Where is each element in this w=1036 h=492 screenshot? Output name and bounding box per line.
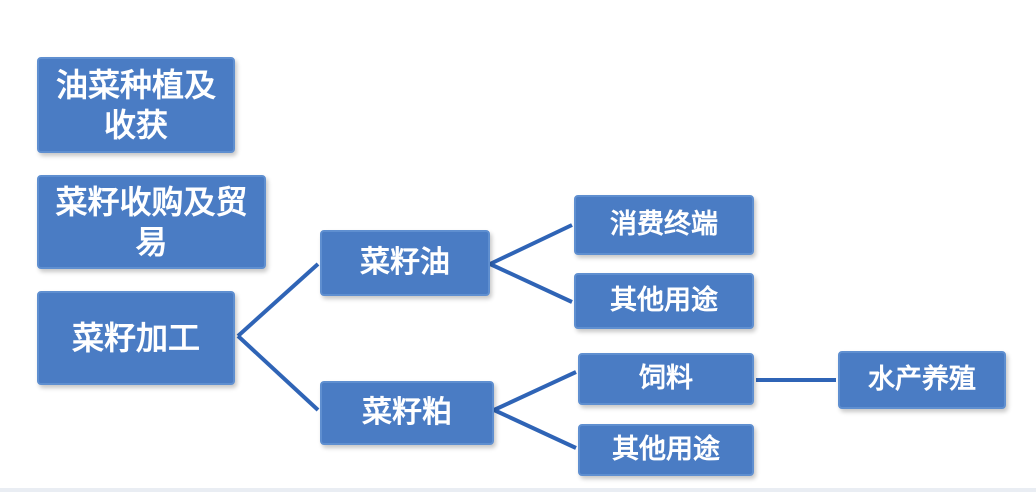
node-aquaculture-label: 水产养殖 [868, 364, 976, 395]
node-oil-label: 菜籽油 [360, 245, 450, 280]
connector-processing-to-meal [236, 334, 320, 412]
node-consumer-end: 消费终端 [574, 195, 754, 255]
node-planting-label: 油菜种植及收获 [55, 66, 216, 144]
connector-oil-to-other-use [489, 262, 573, 304]
connector-oil-to-consumer-end [489, 223, 573, 266]
node-planting-and-harvest: 油菜种植及收获 [37, 57, 235, 153]
node-rapeseed-meal: 菜籽粕 [320, 381, 494, 445]
node-meal-other-use: 其他用途 [578, 424, 754, 476]
node-rapeseed-oil: 菜籽油 [320, 230, 490, 296]
node-processing-label: 菜籽加工 [71, 319, 200, 357]
bottom-divider [0, 488, 1036, 492]
node-feed-label: 饲料 [639, 363, 693, 394]
node-oil-other-use-label: 其他用途 [610, 285, 718, 316]
node-trade-label: 菜籽收购及贸易 [55, 183, 248, 261]
node-aquaculture: 水产养殖 [838, 351, 1006, 409]
connector-processing-to-oil [236, 262, 320, 338]
node-oil-other-use: 其他用途 [574, 273, 754, 329]
node-meal-label: 菜籽粕 [362, 395, 452, 430]
node-feed: 饲料 [578, 353, 754, 405]
connector-meal-to-other-use [493, 408, 577, 450]
connector-meal-to-feed [493, 370, 577, 412]
node-meal-other-use-label: 其他用途 [612, 434, 720, 465]
node-consumer-end-label: 消费终端 [610, 209, 718, 240]
node-rapeseed-processing: 菜籽加工 [37, 291, 235, 385]
node-purchase-and-trade: 菜籽收购及贸易 [37, 175, 266, 269]
